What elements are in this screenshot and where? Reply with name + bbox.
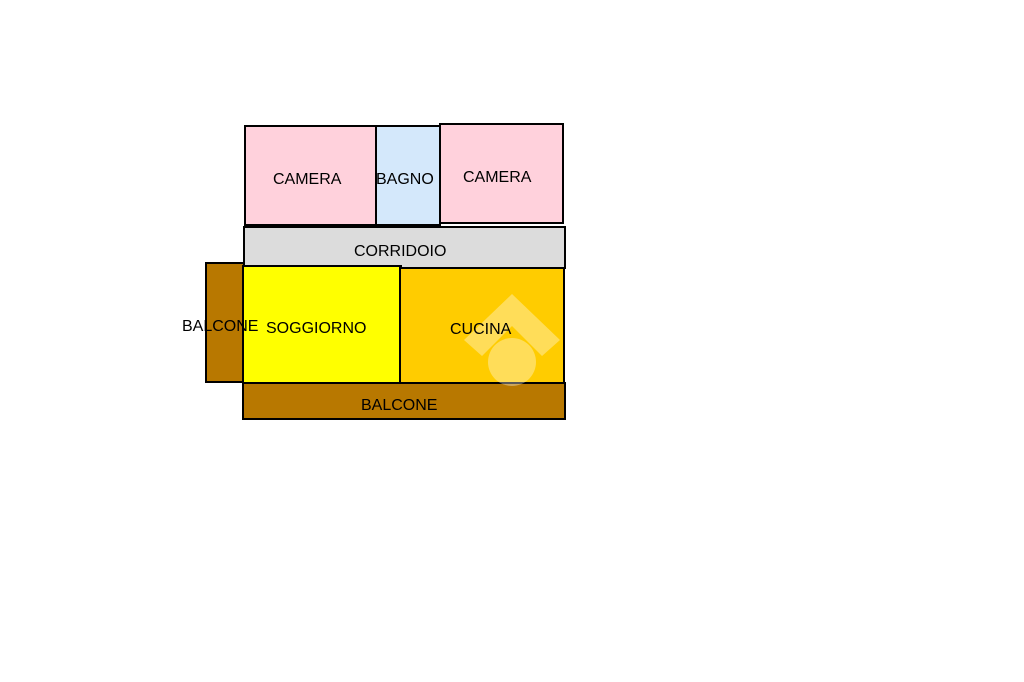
room-cucina — [399, 267, 565, 384]
room-balcone-bottom — [242, 382, 566, 420]
label-corridoio: CORRIDOIO — [354, 243, 447, 260]
label-camera-right: CAMERA — [463, 169, 532, 186]
label-balcone-bottom: BALCONE — [361, 397, 438, 414]
label-camera-left: CAMERA — [273, 171, 342, 188]
label-balcone-side: BALCONE — [182, 318, 259, 335]
room-balcone-side — [205, 262, 245, 383]
room-camera-right — [439, 123, 564, 224]
room-soggiorno — [242, 265, 402, 384]
label-cucina: CUCINA — [450, 321, 512, 338]
room-corridoio — [243, 226, 566, 269]
room-camera-left — [244, 125, 377, 226]
room-bagno — [375, 125, 441, 226]
logo-watermark-icon — [464, 294, 560, 386]
label-soggiorno: SOGGIORNO — [266, 320, 367, 337]
label-bagno: BAGNO — [376, 171, 434, 188]
